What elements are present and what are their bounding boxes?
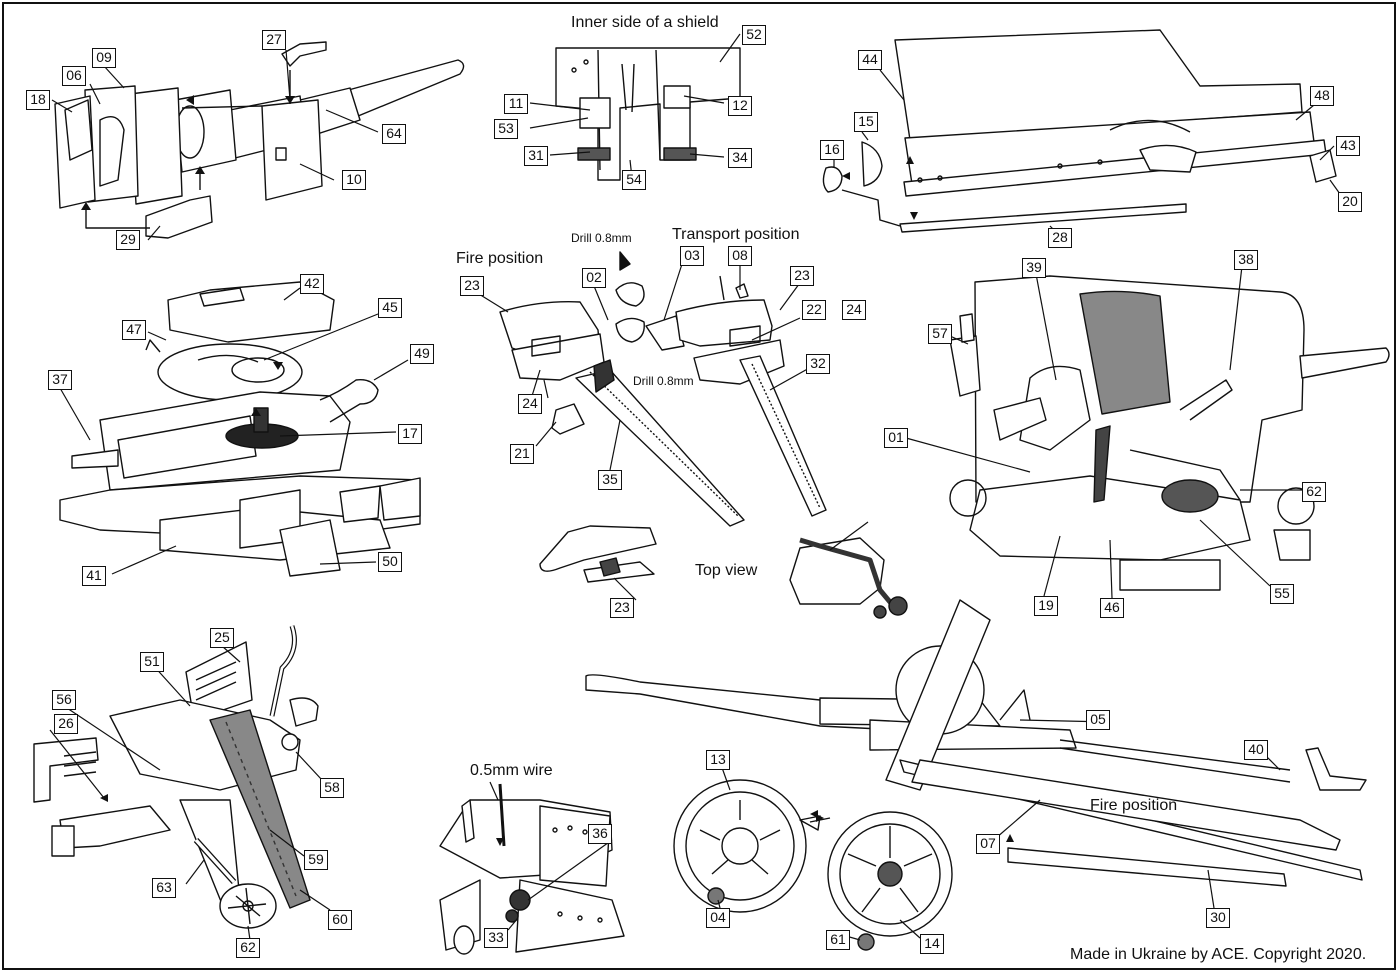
wire-caption: 0.5mm wire <box>470 762 553 779</box>
fire-caption: Fire position <box>456 250 544 267</box>
shield-inner-group <box>555 47 741 181</box>
part-label: 23 <box>610 598 634 618</box>
part-label: 28 <box>1048 228 1072 248</box>
part-label: 29 <box>116 230 140 250</box>
part-label: 15 <box>854 112 878 132</box>
part-label: 47 <box>122 320 146 340</box>
wire-attach-group <box>439 783 625 955</box>
part-label: 21 <box>510 444 534 464</box>
cradle-carriage-group <box>59 281 421 577</box>
barrel-breech-group <box>54 41 465 239</box>
part-label: 23 <box>790 266 814 286</box>
part-label: 04 <box>706 908 730 928</box>
part-label: 52 <box>742 25 766 45</box>
part-label: 23 <box>460 276 484 296</box>
part-label: 38 <box>1234 250 1258 270</box>
drill-caption-mid: Drill 0.8mm <box>633 374 694 388</box>
full-gun-group <box>585 599 1367 951</box>
fire-position-caption: Fire position <box>1090 797 1178 814</box>
trail-section-group <box>822 29 1337 233</box>
part-label: 19 <box>1034 596 1058 616</box>
part-label: 40 <box>1244 740 1268 760</box>
part-label: 25 <box>210 628 234 648</box>
part-label: 39 <box>1022 258 1046 278</box>
part-label: 42 <box>300 274 324 294</box>
part-label: 10 <box>342 170 366 190</box>
trail-legs-group <box>499 251 908 619</box>
part-label: 06 <box>62 66 86 86</box>
part-label: 33 <box>484 928 508 948</box>
part-label: 05 <box>1086 710 1110 730</box>
part-label: 09 <box>92 48 116 68</box>
part-label: 37 <box>48 370 72 390</box>
part-label: 20 <box>1338 192 1362 212</box>
copyright-text: Made in Ukraine by ACE. Copyright 2020. <box>1070 946 1367 963</box>
part-label: 18 <box>26 90 50 110</box>
drill-caption-top: Drill 0.8mm <box>571 231 632 245</box>
part-label: 53 <box>494 119 518 139</box>
part-label: 59 <box>304 850 328 870</box>
arrows <box>81 95 1014 846</box>
part-label: 30 <box>1206 908 1230 928</box>
part-label: 13 <box>706 750 730 770</box>
part-label: 44 <box>858 50 882 70</box>
part-label: 57 <box>928 324 952 344</box>
part-label: 62 <box>1302 482 1326 502</box>
part-label: 31 <box>524 146 548 166</box>
part-label: 11 <box>504 94 528 114</box>
part-label: 03 <box>680 246 704 266</box>
part-label: 14 <box>920 934 944 954</box>
part-label: 32 <box>806 354 830 374</box>
shield-assembly-group <box>949 275 1390 591</box>
part-label: 54 <box>622 170 646 190</box>
part-label: 26 <box>54 714 78 734</box>
part-label: 50 <box>378 552 402 572</box>
part-label: 55 <box>1270 584 1294 604</box>
top-view-caption: Top view <box>695 562 758 579</box>
part-label: 24 <box>842 300 866 320</box>
part-label: 61 <box>826 930 850 950</box>
leader-lines <box>49 33 1341 941</box>
part-label: 35 <box>598 470 622 490</box>
part-label: 62 <box>236 938 260 958</box>
part-label: 07 <box>976 834 1000 854</box>
part-label: 41 <box>82 566 106 586</box>
part-label: 56 <box>52 690 76 710</box>
shield-caption: Inner side of a shield <box>571 14 719 31</box>
part-label: 58 <box>320 778 344 798</box>
part-label: 22 <box>802 300 826 320</box>
part-label: 51 <box>140 652 164 672</box>
part-label: 64 <box>382 124 406 144</box>
transport-caption: Transport position <box>672 226 800 243</box>
part-label: 49 <box>410 344 434 364</box>
part-label: 02 <box>582 268 606 288</box>
part-label: 46 <box>1100 598 1124 618</box>
part-label: 27 <box>262 30 286 50</box>
part-label: 24 <box>518 394 542 414</box>
part-label: 08 <box>728 246 752 266</box>
part-label: 36 <box>588 824 612 844</box>
part-label: 34 <box>728 148 752 168</box>
part-label: 17 <box>398 424 422 444</box>
part-label: 12 <box>728 96 752 116</box>
part-label: 45 <box>378 298 402 318</box>
part-label: 48 <box>1310 86 1334 106</box>
part-label: 63 <box>152 878 176 898</box>
part-label: 01 <box>884 428 908 448</box>
part-label: 43 <box>1336 136 1360 156</box>
part-label: 16 <box>820 140 844 160</box>
elevating-gear-group <box>33 625 319 929</box>
part-label: 60 <box>328 910 352 930</box>
